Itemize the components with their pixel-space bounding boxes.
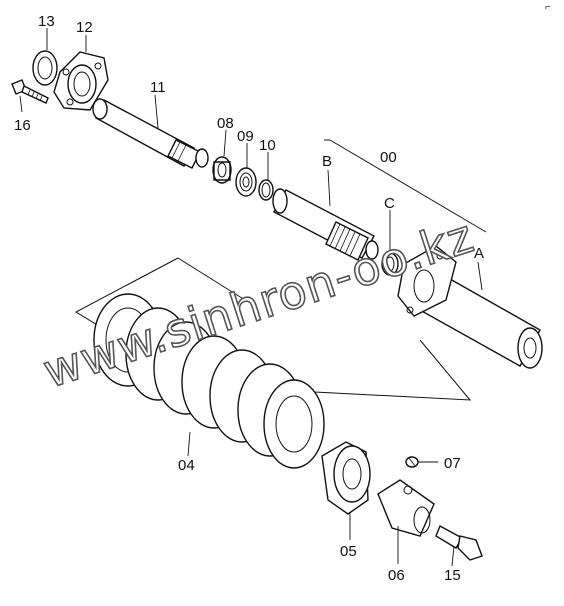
flange-bracket-12 bbox=[53, 35, 109, 111]
seal-13 bbox=[32, 28, 58, 86]
label-A: A bbox=[474, 245, 484, 262]
label-B: B bbox=[322, 153, 332, 170]
label-12: 12 bbox=[76, 19, 93, 36]
seal-ring-C bbox=[381, 210, 399, 276]
bearing-09 bbox=[235, 143, 257, 197]
label-16: 16 bbox=[14, 117, 31, 134]
label-06: 06 bbox=[388, 567, 405, 584]
label-00: 00 bbox=[380, 149, 397, 166]
label-09: 09 bbox=[237, 128, 254, 145]
label-10: 10 bbox=[259, 137, 276, 154]
grease-fitting-15 bbox=[435, 525, 483, 567]
snap-ring-10 bbox=[258, 152, 274, 201]
label-08: 08 bbox=[217, 115, 234, 132]
corner-mark: ⌐ bbox=[545, 2, 551, 13]
label-11: 11 bbox=[150, 79, 166, 96]
block-06 bbox=[377, 479, 435, 564]
label-04: 04 bbox=[178, 457, 195, 474]
plug-07 bbox=[405, 456, 438, 468]
cylinder-A bbox=[397, 245, 543, 369]
bolt-16 bbox=[11, 79, 49, 113]
piston-rod-B bbox=[272, 169, 379, 261]
label-15: 15 bbox=[444, 567, 461, 584]
spring-seat-05 bbox=[321, 441, 371, 540]
label-07: 07 bbox=[444, 455, 461, 472]
collar-08 bbox=[212, 129, 232, 184]
label-13: 13 bbox=[38, 13, 55, 30]
label-05: 05 bbox=[340, 543, 357, 560]
label-C: C bbox=[384, 195, 395, 212]
shaft-11 bbox=[92, 94, 209, 169]
spring-04 bbox=[93, 293, 325, 469]
assembly-bracket bbox=[324, 139, 487, 233]
